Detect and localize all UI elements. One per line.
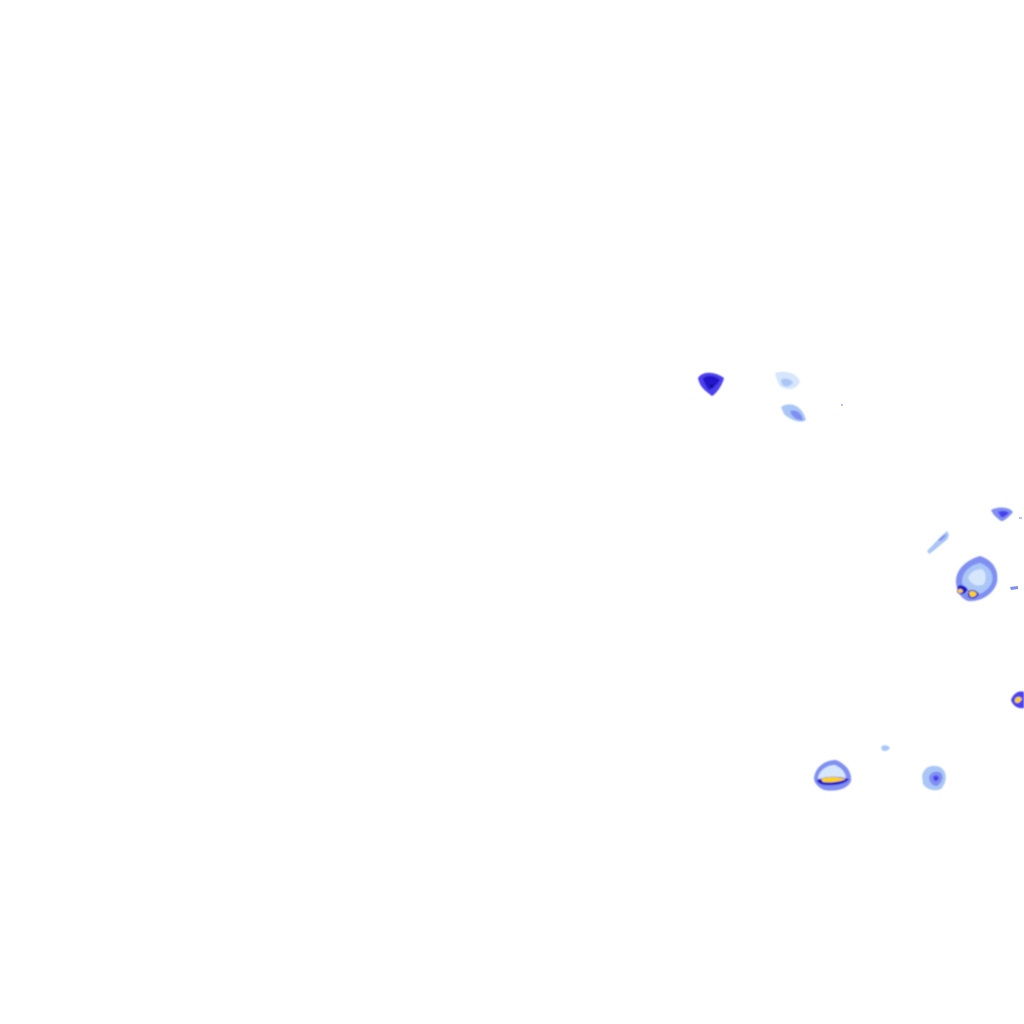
rain-echo: [881, 745, 890, 752]
storm-cell: [955, 556, 998, 602]
rain-echo: [781, 404, 806, 422]
rain-echo: [927, 531, 949, 554]
rain-echo: [775, 371, 800, 390]
storm-cell: [814, 760, 852, 791]
rain-echo: [698, 372, 724, 396]
rain-echo: [922, 765, 946, 791]
rain-echo: [991, 507, 1013, 522]
storm-cell: [1011, 691, 1024, 709]
rain-echo: [1010, 586, 1018, 590]
rain-echo: [841, 404, 1022, 519]
